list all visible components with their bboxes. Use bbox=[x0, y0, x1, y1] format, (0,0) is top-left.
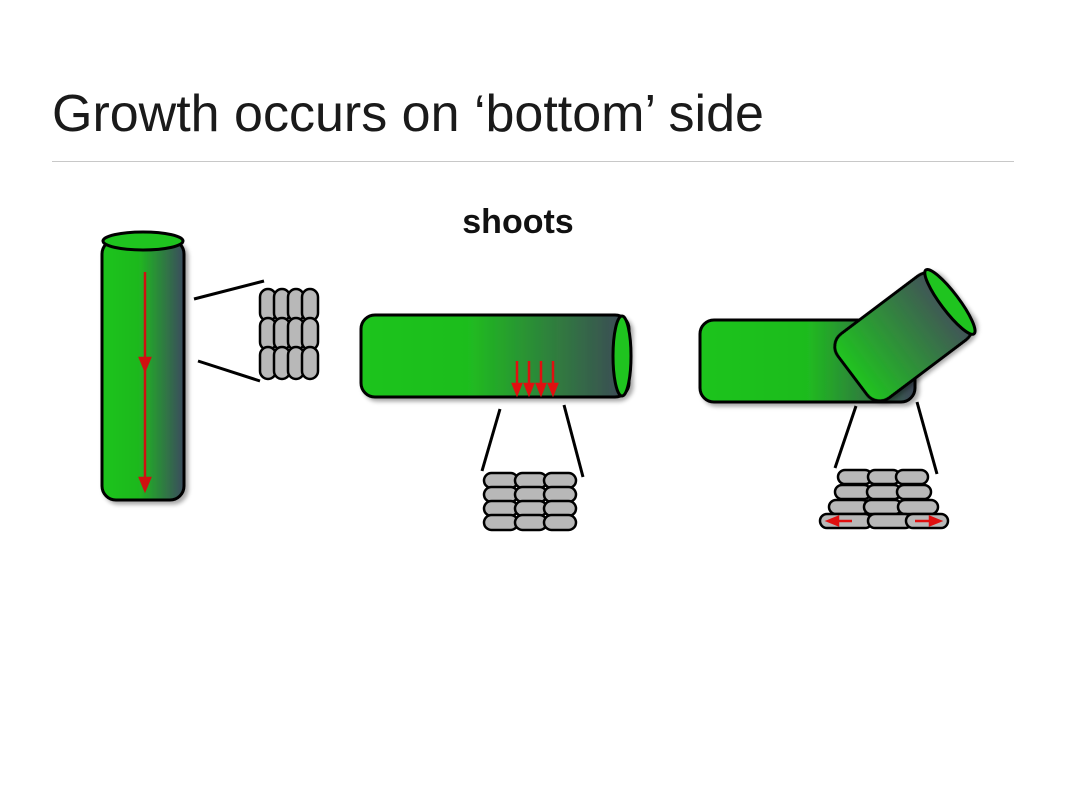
zoom-line-left bbox=[833, 405, 858, 469]
horizontal-cell-stack bbox=[482, 471, 578, 532]
horizontal-stem-tip bbox=[611, 314, 633, 398]
zoom-line-right bbox=[915, 401, 939, 475]
zoom-line-right bbox=[562, 404, 585, 478]
horizontal-growth-arrows bbox=[511, 361, 559, 398]
horizontal-shoot bbox=[359, 313, 633, 532]
bending-shoot bbox=[698, 267, 977, 530]
zoom-line-upper bbox=[193, 279, 265, 301]
diagram-label-shoots: shoots bbox=[462, 203, 574, 241]
vertical-stem bbox=[100, 238, 186, 502]
title-divider bbox=[52, 161, 1014, 162]
vertical-stem-top bbox=[101, 230, 185, 252]
zoom-line-lower bbox=[197, 359, 261, 383]
vertical-shoot bbox=[100, 230, 320, 502]
zoom-line-left bbox=[480, 408, 502, 472]
lateral-expansion-arrows bbox=[824, 515, 944, 527]
slide-title: Growth occurs on ‘bottom’ side bbox=[52, 85, 764, 143]
bending-stem-tip bbox=[833, 267, 977, 403]
horizontal-stem bbox=[359, 313, 631, 399]
vertical-cell-stack bbox=[258, 287, 320, 381]
vertical-growth-arrow bbox=[138, 272, 152, 494]
